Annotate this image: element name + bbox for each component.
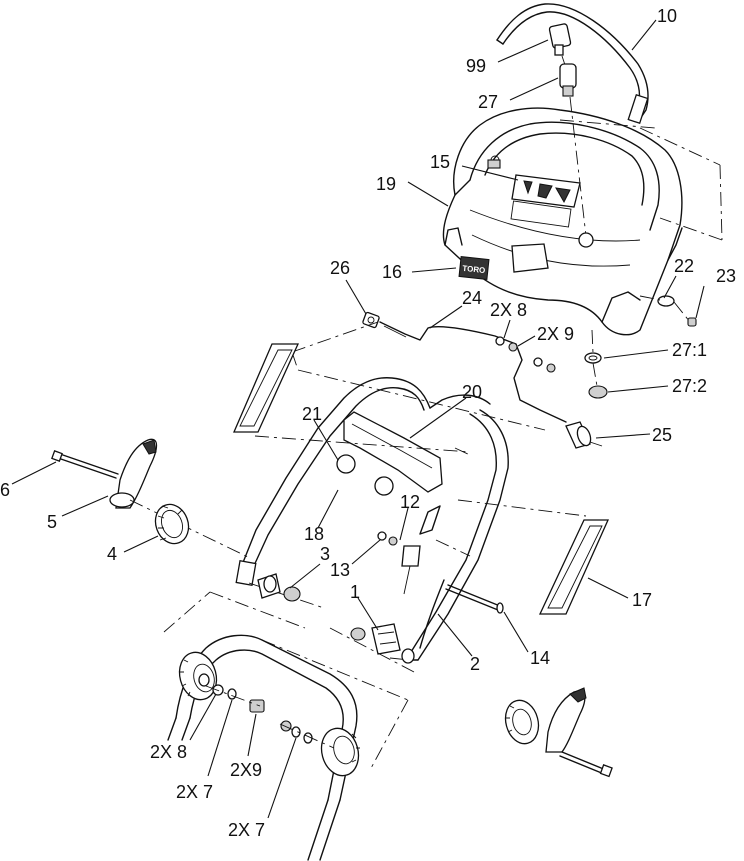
callout-2x8-top: 2X 8	[490, 300, 527, 320]
callout-15: 15	[430, 152, 450, 172]
height-knob-bottom-left	[178, 651, 218, 701]
callout-20: 20	[462, 382, 482, 402]
callout-labels: 10 99 27 15 19 16 26 24 22 23 2X 8 2X 9 …	[0, 6, 736, 840]
ignition-key	[548, 23, 572, 69]
height-knob-4	[154, 503, 190, 545]
callout-26: 26	[330, 258, 350, 278]
callout-24: 24	[462, 288, 482, 308]
callout-27: 27	[478, 92, 498, 112]
callout-14: 14	[530, 648, 550, 668]
callout-17: 17	[632, 590, 652, 610]
callout-2x7-left: 2X 7	[176, 782, 213, 802]
callout-18: 18	[304, 524, 324, 544]
callout-23: 23	[716, 266, 736, 286]
upper-handle-bail	[496, 3, 723, 241]
bolt-6	[51, 450, 119, 479]
handle-cover-left	[233, 343, 471, 453]
callout-12: 12	[400, 492, 420, 512]
callout-5: 5	[47, 512, 57, 532]
callout-2x9-top: 2X 9	[537, 324, 574, 344]
callout-25: 25	[652, 425, 672, 445]
washers-bottom-left	[205, 684, 265, 713]
decal-15	[511, 174, 581, 208]
height-knob-bottom-center	[279, 720, 360, 777]
callout-6: 6	[0, 480, 10, 500]
handle-cover-17	[457, 499, 610, 615]
callout-2x7-bottom: 2X 7	[228, 820, 265, 840]
mount-12-13	[377, 505, 471, 595]
callout-21: 21	[302, 404, 322, 424]
knob-bottom-right	[545, 687, 613, 778]
lower-handle-right	[419, 579, 445, 649]
callout-2x8-bottom: 2X 8	[150, 742, 187, 762]
callout-16: 16	[382, 262, 402, 282]
callout-13: 13	[330, 560, 350, 580]
callout-4: 4	[107, 544, 117, 564]
callout-10: 10	[657, 6, 677, 26]
height-knob-bottom-right	[504, 699, 540, 745]
callout-2: 2	[470, 654, 480, 674]
callout-22: 22	[674, 256, 694, 276]
callout-27-1: 27:1	[672, 340, 707, 360]
control-housing: TORO	[442, 107, 683, 336]
bolt-14	[445, 584, 504, 614]
callout-1: 1	[350, 582, 360, 602]
callout-27-2: 27:2	[672, 376, 707, 396]
leader-lines	[11, 19, 705, 819]
control-cable-24	[291, 321, 567, 431]
toro-decal-16: TORO	[458, 243, 549, 280]
callout-3: 3	[320, 544, 330, 564]
callout-99: 99	[466, 56, 486, 76]
key-switch	[559, 63, 587, 237]
knob-5	[109, 438, 158, 509]
mid-handle-assembly	[235, 377, 509, 661]
callout-2x9-bottom: 2X9	[230, 760, 262, 780]
hardware-right	[584, 295, 697, 399]
toro-decal-text: TORO	[462, 264, 486, 275]
handle-bracket-left	[257, 573, 301, 602]
cable-adjuster-25	[565, 421, 603, 449]
cable-clip-26	[362, 311, 380, 329]
clamp-1	[329, 623, 415, 673]
callout-19: 19	[376, 174, 396, 194]
